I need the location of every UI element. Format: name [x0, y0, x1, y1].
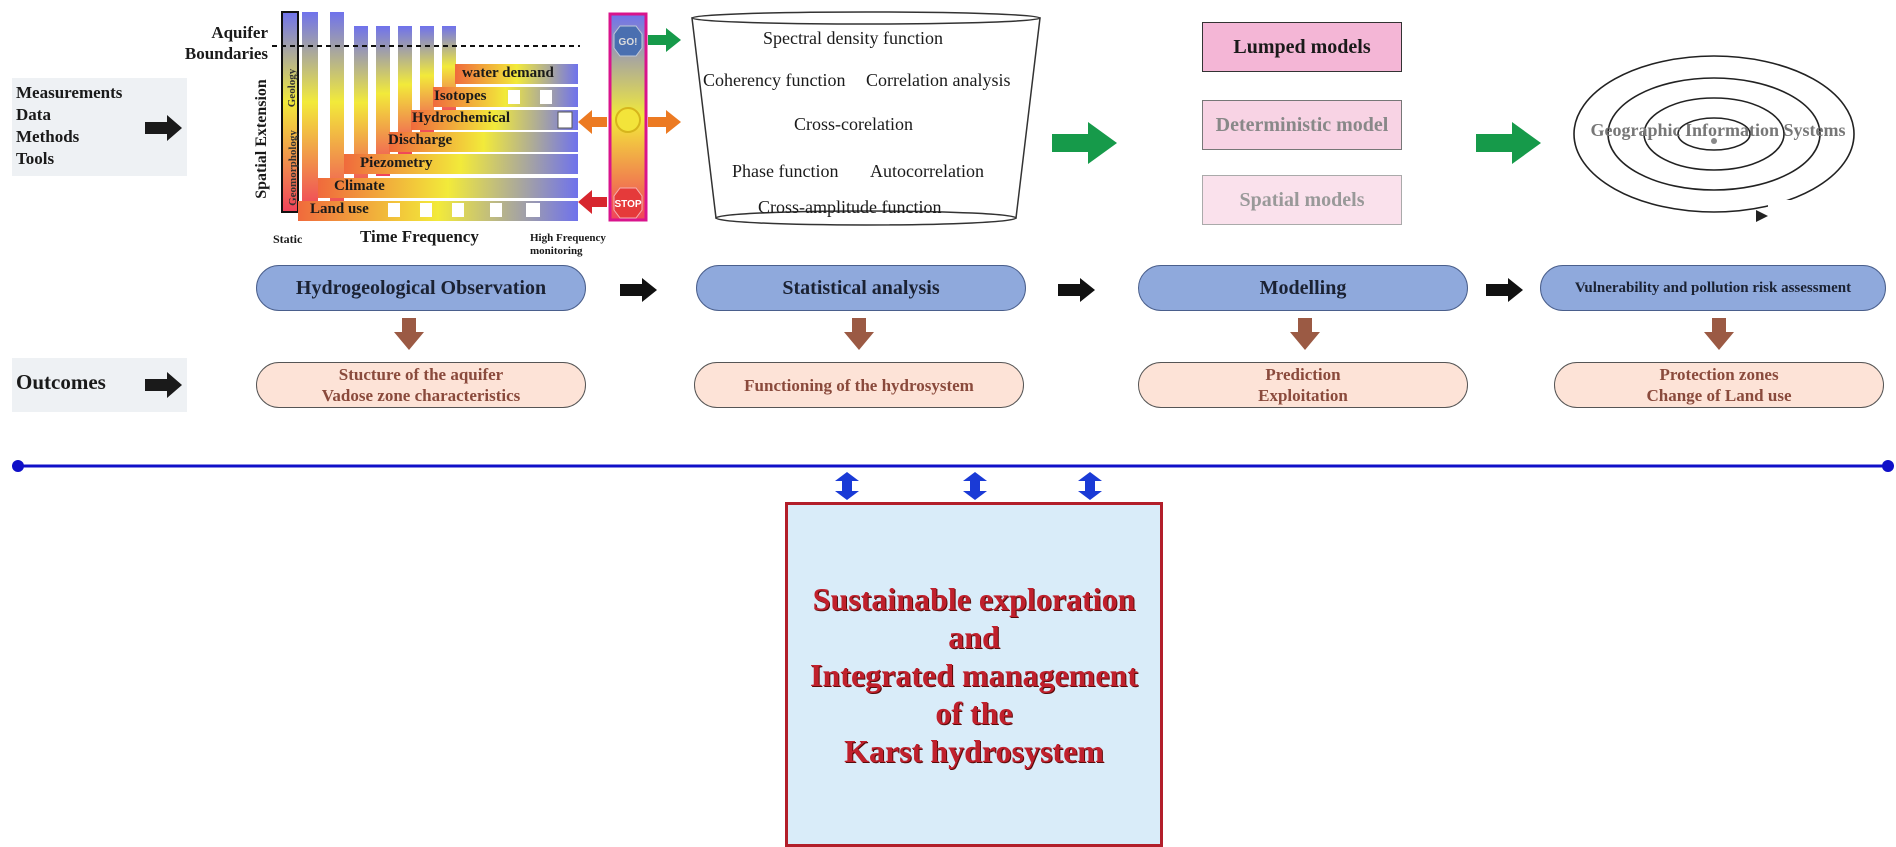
stop-sign	[613, 187, 643, 219]
stats-container	[691, 11, 1041, 226]
geomorphology-label: Geomorphology	[287, 130, 299, 206]
outcomes-arrow	[145, 372, 182, 398]
bar-geomorphology	[302, 12, 318, 212]
x-right-label: High Frequency monitoring	[530, 232, 606, 257]
stage-arrow-2	[1058, 278, 1095, 302]
double-arrow-1	[835, 472, 859, 500]
gis-spiral	[1573, 55, 1855, 222]
double-arrow-2	[963, 472, 987, 500]
method-phase: Phase function	[732, 161, 839, 181]
stage-modelling: Modelling	[1138, 265, 1468, 311]
timeline	[12, 460, 1894, 472]
method-cross-corelation: Cross-corelation	[794, 114, 913, 134]
double-arrow-3	[1078, 472, 1102, 500]
outcomes-label: Outcomes	[16, 370, 106, 394]
lumped-models-box: Lumped models	[1202, 22, 1402, 72]
hbar-land-use	[298, 201, 578, 221]
bar-col4	[354, 26, 368, 196]
label-climate: Climate	[334, 178, 385, 194]
x-left-label: Static	[273, 232, 303, 246]
stage-hydrogeological-observation: Hydrogeological Observation	[256, 265, 586, 311]
input-data: Data	[16, 105, 51, 124]
green-right-arrow	[648, 28, 681, 52]
stage-vulnerability: Vulnerability and pollution risk assessm…	[1540, 265, 1886, 311]
core-goal-text: Sustainable exploration and Integrated m…	[810, 580, 1138, 769]
bar-col6	[398, 26, 412, 156]
input-measurements: Measurements	[16, 83, 123, 102]
outcome-prediction: Prediction Exploitation	[1138, 362, 1468, 408]
bar-col3	[330, 12, 344, 212]
red-left-arrow	[578, 190, 607, 214]
outcome-aquifer: Stucture of the aquifer Vadose zone char…	[256, 362, 586, 408]
input-tools: Tools	[16, 149, 55, 168]
label-piezometry: Piezometry	[360, 155, 433, 171]
green-arrow-stats-to-models	[1052, 122, 1117, 164]
label-water-demand: water demand	[462, 65, 554, 81]
y-axis-label: Spatial Extension	[253, 79, 270, 199]
spiral-arrowhead	[1756, 210, 1768, 222]
hbar-piezometry	[344, 154, 578, 174]
hbar-climate	[318, 178, 578, 198]
down-arrow-1	[394, 318, 424, 350]
hbar-water-demand	[455, 64, 578, 84]
bar-col7	[420, 26, 434, 136]
stage-arrow-1	[620, 278, 657, 302]
method-coherency: Coherency function	[703, 70, 846, 90]
observation-chart	[260, 11, 580, 225]
orange-right-arrow	[648, 110, 681, 134]
inputs-arrow	[145, 115, 182, 141]
method-cross-amplitude: Cross-amplitude function	[758, 197, 942, 217]
label-discharge: Discharge	[388, 132, 453, 148]
green-arrow-models-to-gis	[1476, 122, 1541, 164]
hbar-hydrochemical	[411, 110, 578, 130]
stage-arrow-3	[1486, 278, 1523, 302]
label-hydrochemical: Hydrochemical	[412, 110, 511, 126]
bar-col5	[376, 26, 390, 176]
go-text: GO!	[619, 37, 638, 48]
down-arrow-3	[1290, 318, 1320, 350]
gis-label: Geographic Information Systems	[1590, 120, 1846, 140]
method-autocorrelation: Autocorrelation	[870, 161, 984, 181]
deterministic-model-box: Deterministic model	[1202, 100, 1402, 150]
method-spectral-density: Spectral density function	[763, 28, 943, 48]
orange-left-arrow	[578, 110, 607, 134]
method-correlation: Correlation analysis	[866, 70, 1011, 90]
input-methods: Methods	[16, 127, 80, 146]
label-land-use: Land use	[310, 201, 369, 217]
core-goal-box: Sustainable exploration and Integrated m…	[785, 502, 1163, 847]
outcome-functioning: Functioning of the hydrosystem	[694, 362, 1024, 408]
outcome-protection: Protection zones Change of Land use	[1554, 362, 1884, 408]
spatial-models-box: Spatial models	[1202, 175, 1402, 225]
go-sign	[613, 25, 643, 57]
traffic-signal: GO! STOP	[608, 12, 648, 222]
down-arrow-4	[1704, 318, 1734, 350]
bar-geology	[281, 11, 299, 213]
stage-statistical-analysis: Statistical analysis	[696, 265, 1026, 311]
label-isotopes: Isotopes	[434, 88, 487, 104]
x-axis-label: Time Frequency	[360, 227, 479, 246]
stop-text: STOP	[614, 199, 641, 210]
down-arrow-2	[844, 318, 874, 350]
geology-label: Geology	[286, 68, 298, 108]
aquifer-boundaries-label: Aquifer Boundaries	[184, 23, 268, 63]
recycle-icon	[615, 107, 641, 133]
hbar-discharge	[389, 132, 578, 152]
